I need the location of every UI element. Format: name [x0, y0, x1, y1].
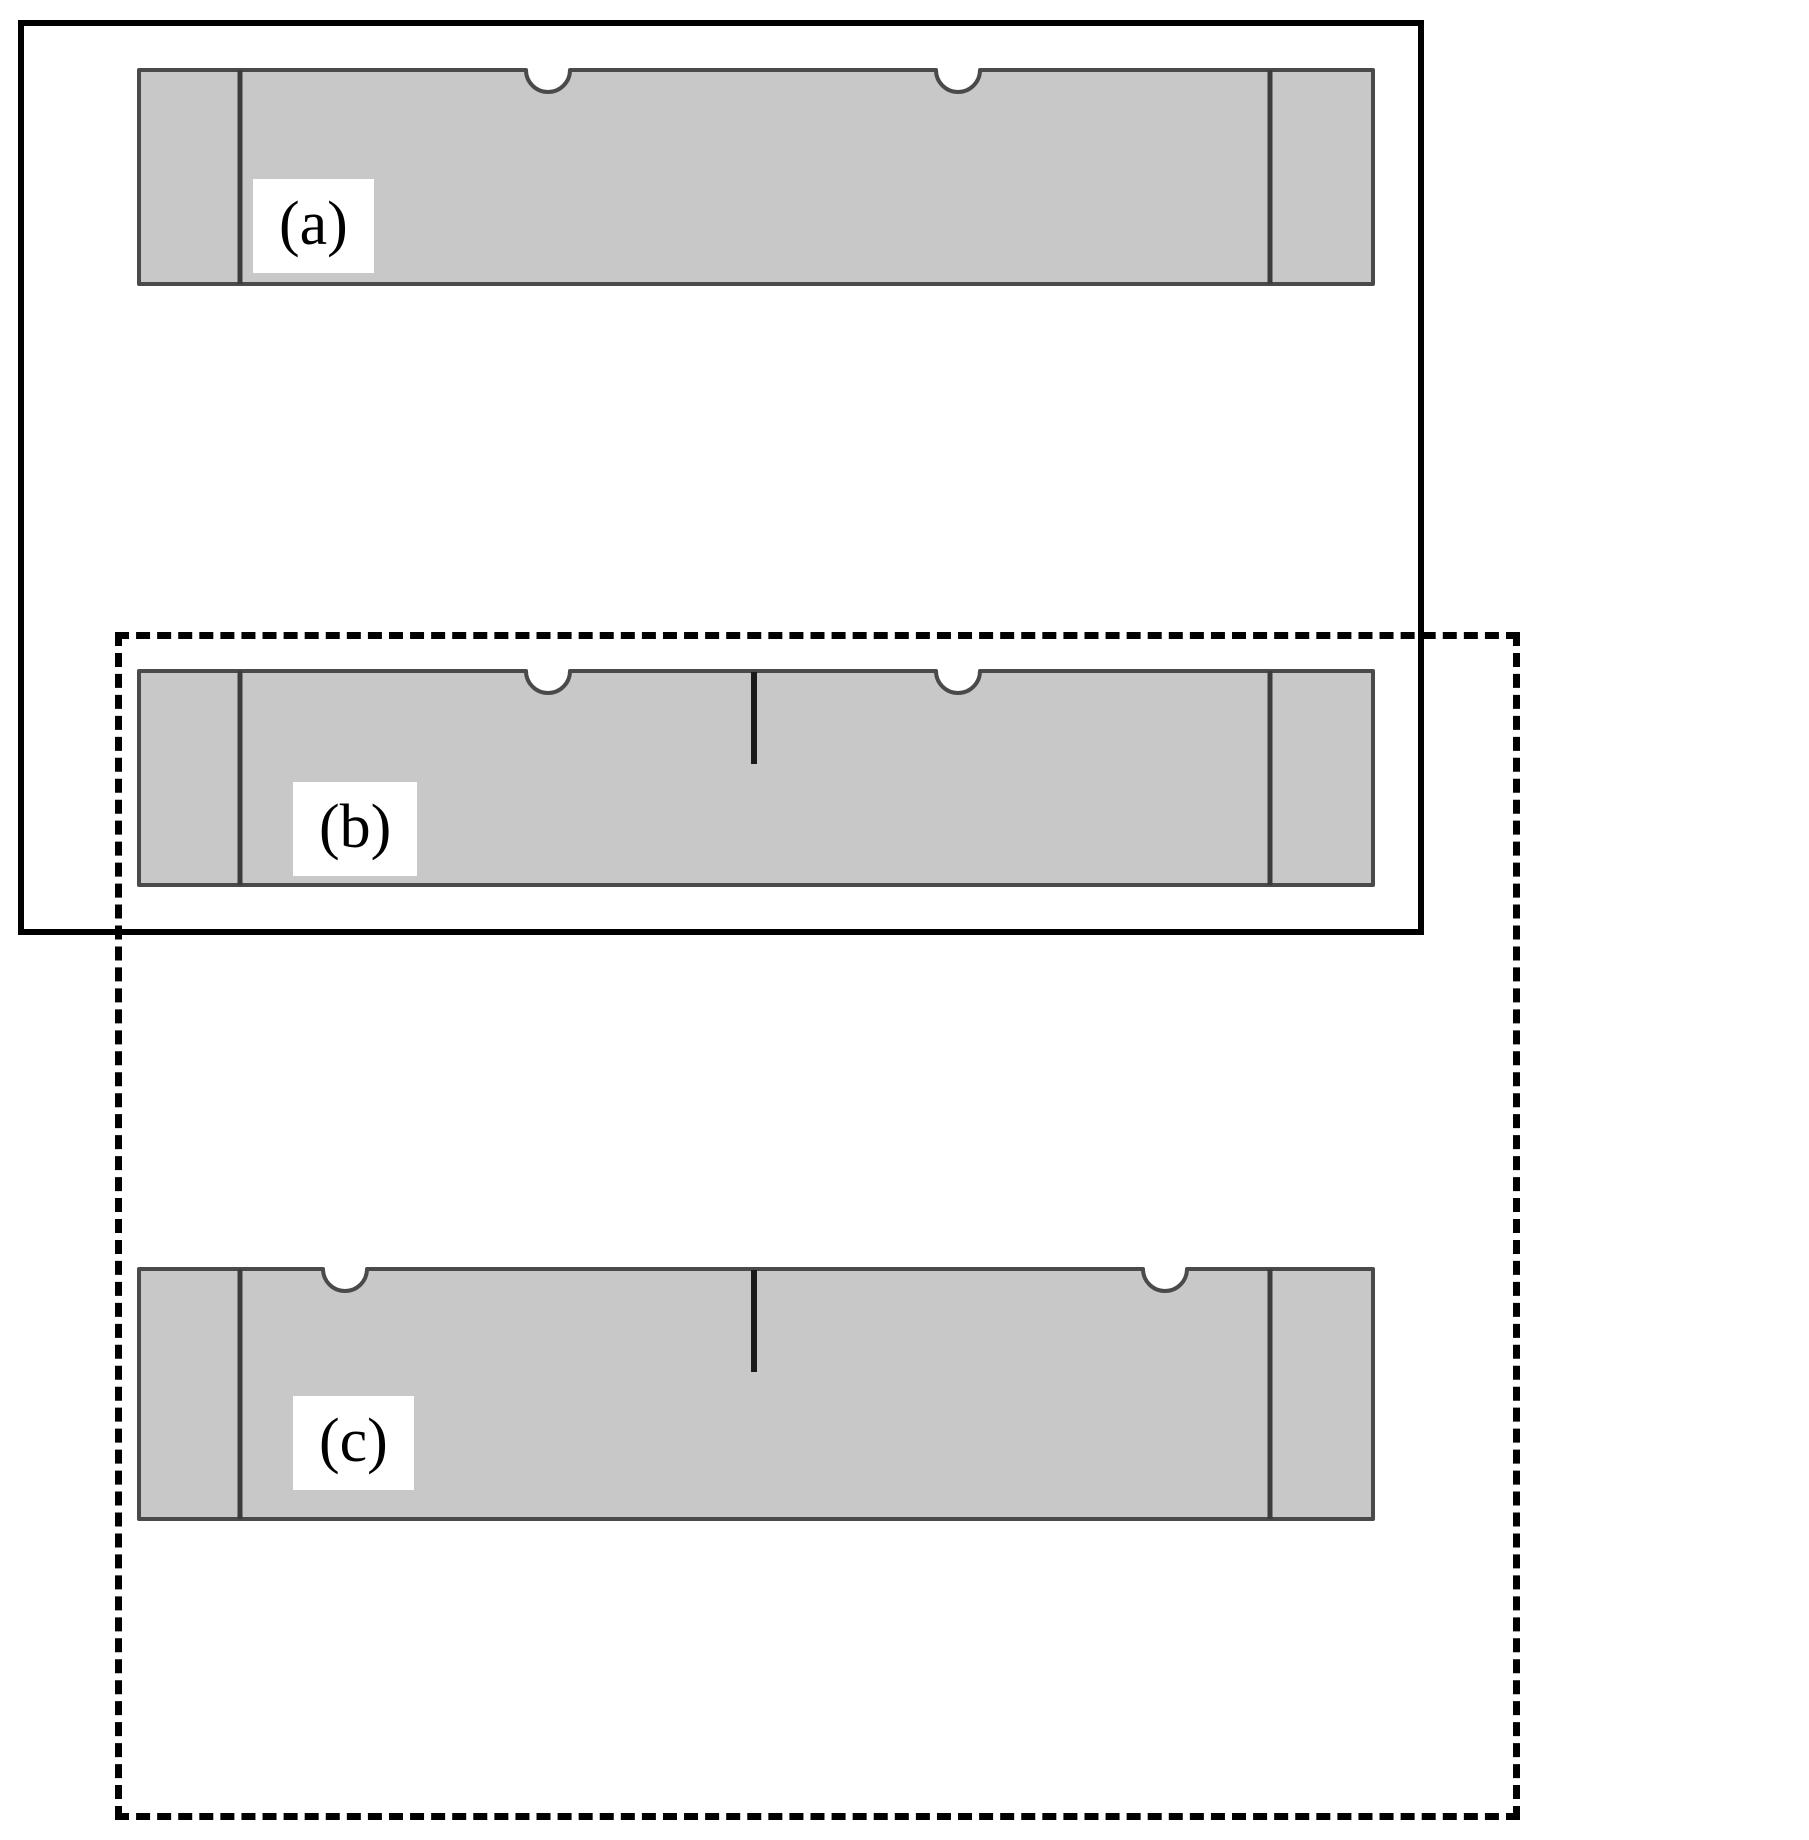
- notch-right: [957, 69, 959, 71]
- notch-right: [1164, 1268, 1166, 1270]
- specimen-body: [137, 1267, 1375, 1521]
- dashed-outline-group: [115, 632, 1520, 1820]
- specimen-a: [136, 68, 1376, 286]
- notch-right: [957, 670, 959, 672]
- notch-left: [547, 69, 549, 71]
- specimen-body: [137, 669, 1375, 887]
- specimen-c: [136, 1267, 1376, 1521]
- solid-outline-group: [18, 20, 1424, 935]
- specimen-b: [136, 669, 1376, 887]
- panel-label-b: (b): [293, 782, 418, 876]
- notch-left: [344, 1268, 346, 1270]
- notch-left: [547, 670, 549, 672]
- panel-label-a: (a): [253, 179, 374, 273]
- specimen-body: [137, 68, 1375, 286]
- panel-label-c: (c): [293, 1396, 414, 1490]
